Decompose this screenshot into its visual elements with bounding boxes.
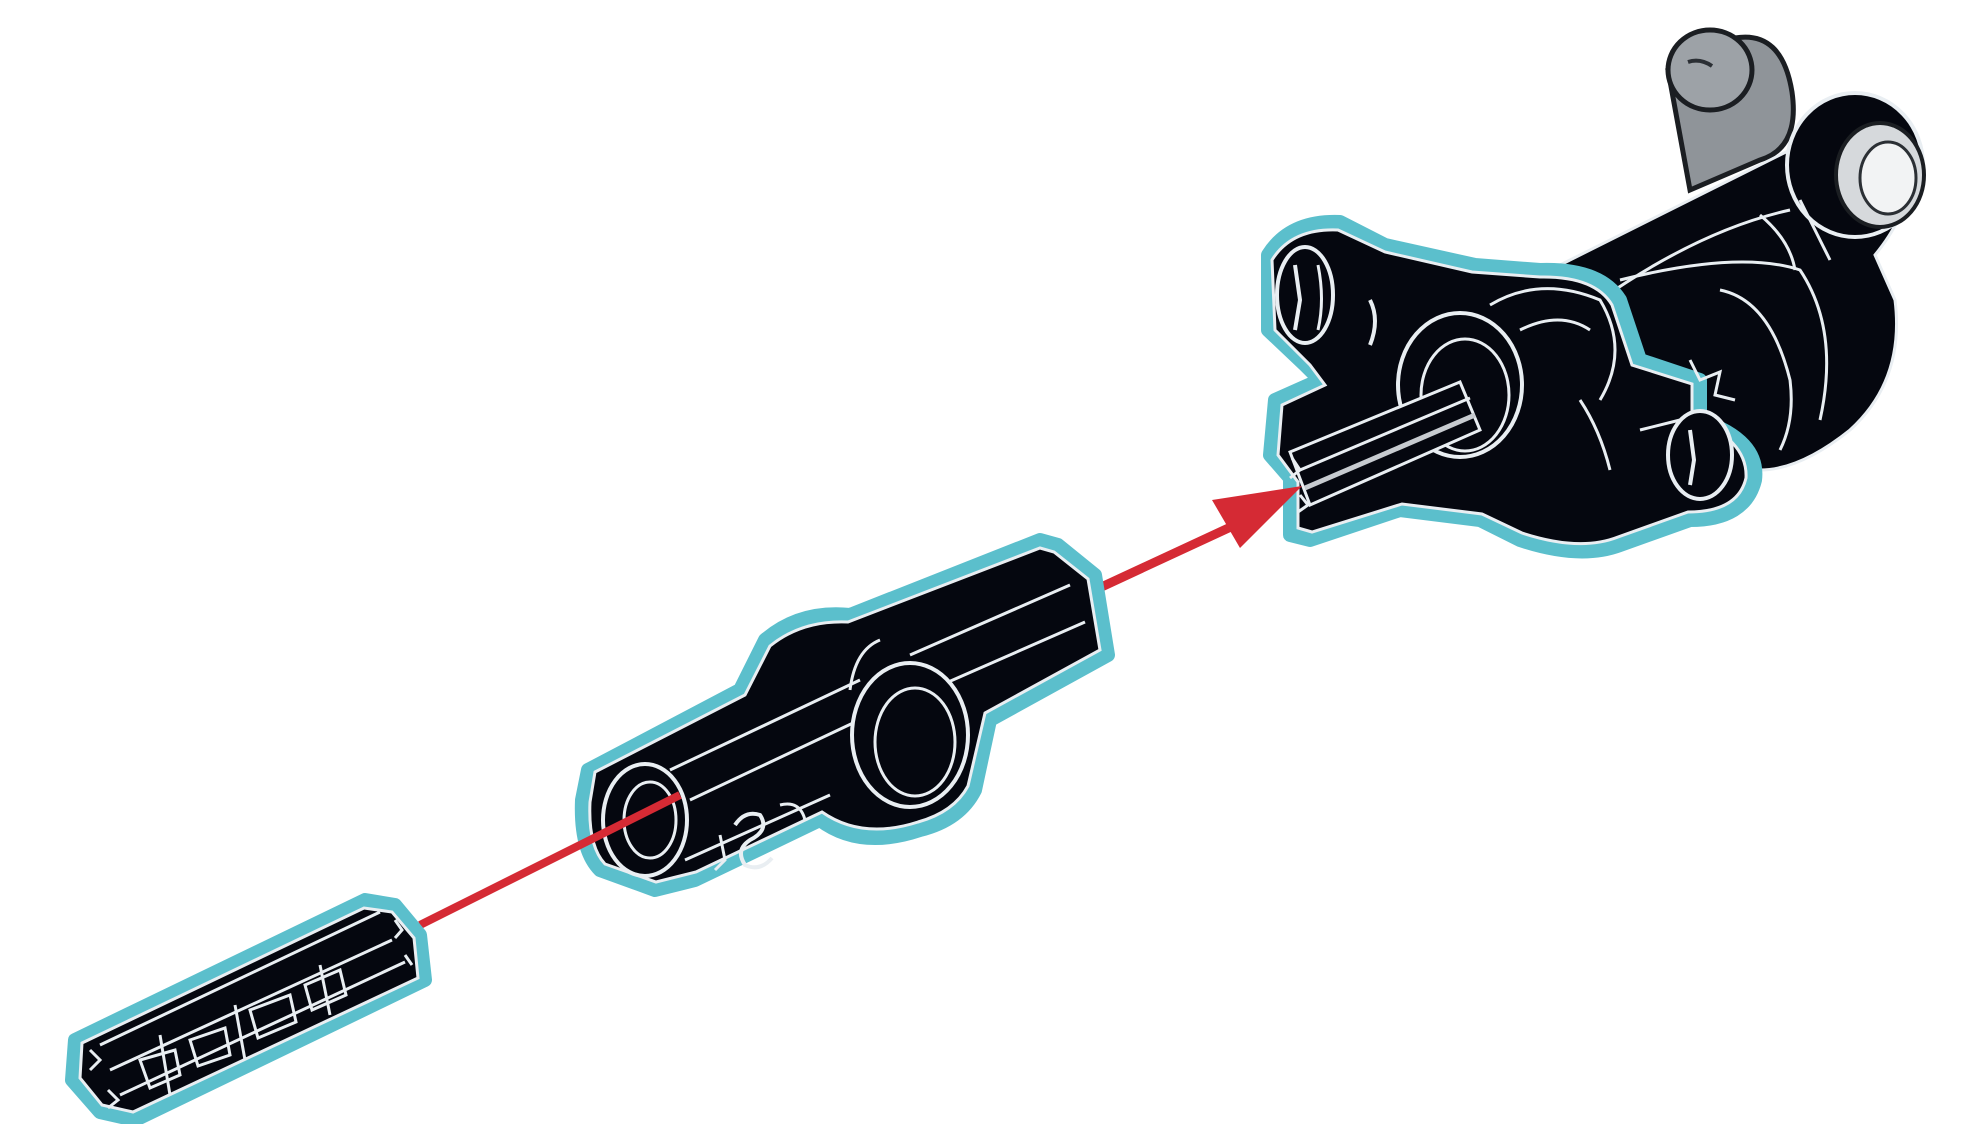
arrow-to-target bbox=[1095, 486, 1302, 590]
connector-axle-pin bbox=[72, 900, 425, 1120]
axle-pin-connector-perpendicular bbox=[582, 540, 1108, 890]
